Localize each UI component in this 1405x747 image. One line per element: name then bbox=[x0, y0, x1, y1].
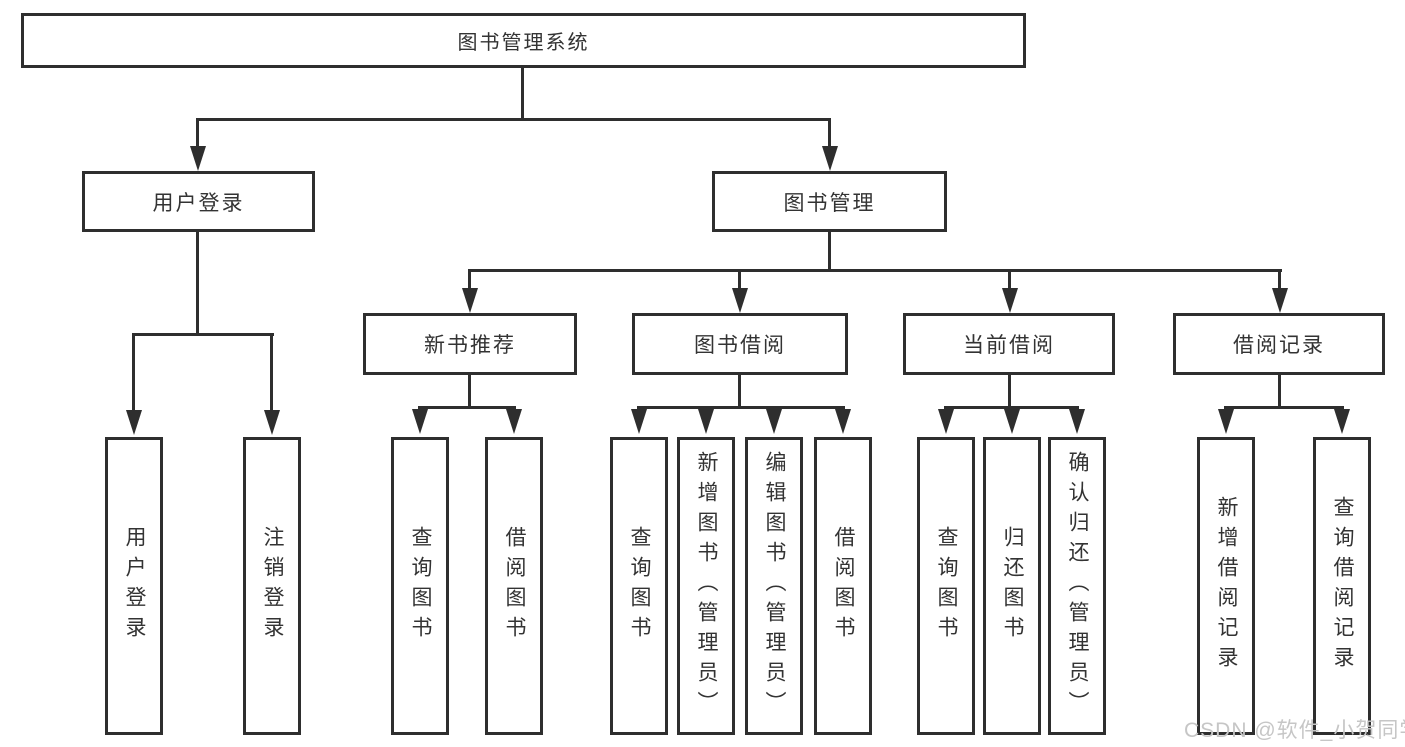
arrowhead-down-icon bbox=[462, 288, 478, 313]
connector-line bbox=[196, 118, 199, 148]
arrowhead-down-icon bbox=[1272, 288, 1288, 313]
connector-line bbox=[197, 118, 831, 121]
arrowhead-down-icon bbox=[264, 410, 280, 435]
csdn-watermark: CSDN @软件_小贺同学 bbox=[1184, 719, 1405, 742]
connector-line bbox=[637, 406, 845, 409]
leaf-add-book-admin: 新增图书（管理员） bbox=[677, 437, 735, 735]
node-user-login: 用户登录 bbox=[82, 171, 315, 232]
connector-line bbox=[418, 406, 516, 409]
leaf-edit-book-admin: 编辑图书（管理员） bbox=[745, 437, 803, 735]
connector-line bbox=[944, 406, 1079, 409]
arrowhead-down-icon bbox=[698, 409, 714, 434]
leaf-return-book: 归还图书 bbox=[983, 437, 1041, 735]
connector-line bbox=[828, 232, 831, 271]
leaf-query-borrow-record: 查询借阅记录 bbox=[1313, 437, 1371, 735]
leaf-add-borrow-record: 新增借阅记录 bbox=[1197, 437, 1255, 735]
connector-line bbox=[828, 118, 831, 148]
arrowhead-down-icon bbox=[631, 409, 647, 434]
arrowhead-down-icon bbox=[1218, 409, 1234, 434]
node-borrow-records: 借阅记录 bbox=[1173, 313, 1385, 375]
leaf-logout: 注销登录 bbox=[243, 437, 301, 735]
arrowhead-down-icon bbox=[412, 409, 428, 434]
leaf-borrow-book: 借阅图书 bbox=[814, 437, 872, 735]
connector-line bbox=[738, 375, 741, 408]
arrowhead-down-icon bbox=[732, 288, 748, 313]
node-new-book-recommend: 新书推荐 bbox=[363, 313, 577, 375]
connector-line bbox=[132, 335, 135, 414]
leaf-confirm-return-admin: 确认归还（管理员） bbox=[1048, 437, 1106, 735]
arrowhead-down-icon bbox=[1004, 409, 1020, 434]
node-book-management: 图书管理 bbox=[712, 171, 947, 232]
arrowhead-down-icon bbox=[1334, 409, 1350, 434]
connector-line bbox=[1278, 271, 1281, 290]
arrowhead-down-icon bbox=[506, 409, 522, 434]
leaf-query-books-borrow: 查询图书 bbox=[610, 437, 668, 735]
arrowhead-down-icon bbox=[190, 146, 206, 171]
leaf-query-books-current: 查询图书 bbox=[917, 437, 975, 735]
connector-line bbox=[468, 375, 471, 408]
connector-line bbox=[1278, 375, 1281, 408]
node-root: 图书管理系统 bbox=[21, 13, 1026, 68]
connector-line bbox=[738, 271, 741, 290]
arrowhead-down-icon bbox=[1002, 288, 1018, 313]
connector-line bbox=[468, 269, 1282, 272]
connector-line bbox=[196, 232, 199, 335]
connector-line bbox=[270, 335, 273, 414]
arrowhead-down-icon bbox=[1069, 409, 1085, 434]
arrowhead-down-icon bbox=[822, 146, 838, 171]
arrowhead-down-icon bbox=[766, 409, 782, 434]
node-book-borrow: 图书借阅 bbox=[632, 313, 848, 375]
leaf-user-login: 用户登录 bbox=[105, 437, 163, 735]
connector-line bbox=[521, 68, 524, 118]
leaf-borrow-books-rec: 借阅图书 bbox=[485, 437, 543, 735]
connector-line bbox=[1224, 406, 1344, 409]
connector-line bbox=[132, 333, 274, 336]
leaf-query-books-rec: 查询图书 bbox=[391, 437, 449, 735]
connector-line bbox=[1008, 271, 1011, 290]
node-current-borrow: 当前借阅 bbox=[903, 313, 1115, 375]
arrowhead-down-icon bbox=[835, 409, 851, 434]
connector-line bbox=[1008, 375, 1011, 408]
connector-line bbox=[468, 271, 471, 290]
arrowhead-down-icon bbox=[938, 409, 954, 434]
arrowhead-down-icon bbox=[126, 410, 142, 435]
